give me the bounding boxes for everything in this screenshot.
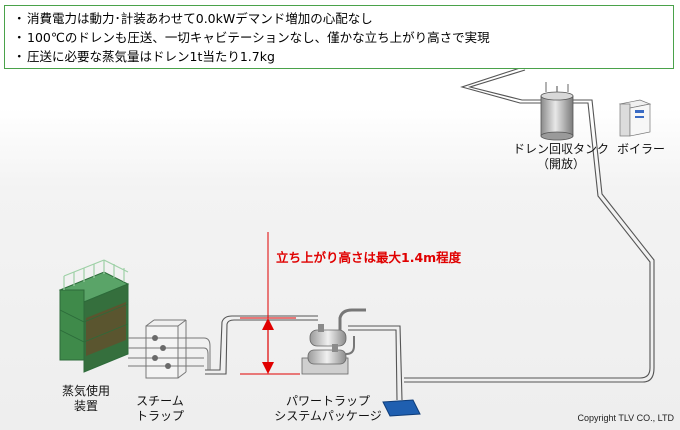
condensate-return-pipe xyxy=(205,66,655,401)
steam-trap-label: スチーム トラップ xyxy=(128,394,192,424)
drain-tank-icon xyxy=(540,82,574,141)
steam-equipment-icon xyxy=(58,259,130,373)
boiler-icon xyxy=(618,99,652,137)
copyright-text: Copyright TLV CO., LTD xyxy=(577,413,674,423)
power-trap-label-line1: パワートラップ xyxy=(285,394,370,408)
steam-trap-units xyxy=(152,335,171,369)
floor-area xyxy=(0,108,680,430)
boiler-label: ボイラー xyxy=(610,142,672,157)
power-trap-label-line2: システムパッケージ xyxy=(274,409,382,423)
info-text-steam: 圧送に必要な蒸気量はドレン1t当たり1.7kg xyxy=(27,49,275,64)
info-text-power: 消費電力は動力･計装あわせて0.0kWデマンド増加の心配なし xyxy=(27,11,373,26)
drain-tank-label-line1: ドレン回収タンク xyxy=(512,142,609,156)
info-box: ・消費電力は動力･計装あわせて0.0kWデマンド増加の心配なし ・100℃のドレ… xyxy=(4,5,674,69)
drain-pit-icon xyxy=(382,399,421,417)
info-line-steam: ・圧送に必要な蒸気量はドレン1t当たり1.7kg xyxy=(13,47,665,66)
drain-tank-label-line2: （開放） xyxy=(536,157,585,171)
info-line-power: ・消費電力は動力･計装あわせて0.0kWデマンド増加の心配なし xyxy=(13,9,665,28)
drain-tank-label: ドレン回収タンク （開放） xyxy=(506,142,616,172)
info-line-cavitation: ・100℃のドレンも圧送、一切キャビテーションなし、僅かな立ち上がり高さで実現 xyxy=(13,28,665,47)
bullet-mark: ・ xyxy=(13,49,26,64)
steam-trap-label-line1: スチーム xyxy=(136,394,184,408)
steam-equipment-label: 蒸気使用 装置 xyxy=(54,384,118,414)
rise-height-note: 立ち上がり高さは最大1.4m程度 xyxy=(276,250,462,265)
steam-trap-icon xyxy=(128,319,211,379)
steam-equipment-label-line1: 蒸気使用 xyxy=(61,384,110,398)
double-arrow-icon xyxy=(240,232,300,375)
power-trap-icon xyxy=(301,308,366,375)
steam-equipment-label-line2: 装置 xyxy=(73,399,98,413)
info-text-cavitation: 100℃のドレンも圧送、一切キャビテーションなし、僅かな立ち上がり高さで実現 xyxy=(27,30,490,45)
bullet-mark: ・ xyxy=(13,30,26,45)
steam-trap-label-line2: トラップ xyxy=(135,409,184,423)
bullet-mark: ・ xyxy=(13,11,26,26)
boiler-label-text: ボイラー xyxy=(616,142,665,156)
power-trap-label: パワートラップ システムパッケージ xyxy=(262,394,394,424)
